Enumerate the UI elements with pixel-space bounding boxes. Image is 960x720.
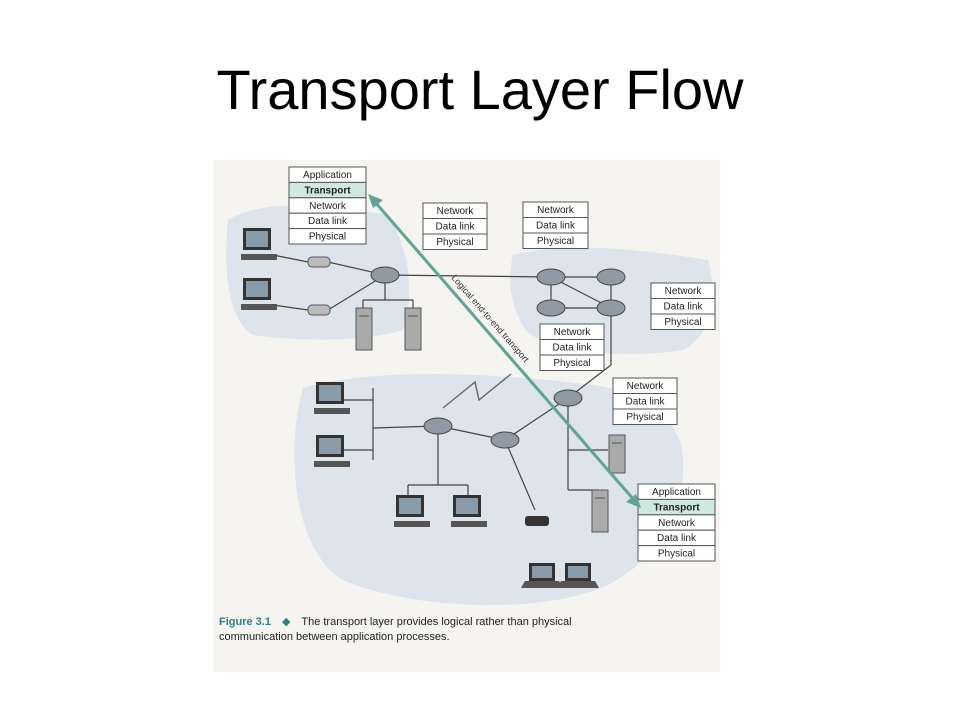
router-icon	[596, 299, 626, 317]
computer-icon	[394, 495, 430, 527]
logical-transport-arrow	[368, 194, 641, 508]
laptop-icon	[557, 563, 599, 588]
stack-layer: Physical	[553, 358, 590, 369]
router-icon	[596, 268, 626, 286]
router-icon	[553, 389, 583, 407]
computer-icon	[241, 278, 277, 310]
figure-caption: Figure 3.1 ◆ The transport layer provide…	[219, 616, 572, 643]
svg-text:Figure 3.1 ◆ The t: Figure 3.1 ◆ The transport layer provide…	[219, 616, 572, 628]
wireless-link	[442, 373, 512, 409]
computer-icon	[314, 382, 350, 414]
stack-layer: Data link	[553, 343, 593, 354]
caption-figure-number: Figure 3.1	[219, 616, 271, 628]
laptop-icon	[521, 563, 563, 588]
stack-layer: Network	[437, 206, 475, 217]
modem-icon	[307, 256, 331, 268]
router-icon	[370, 266, 400, 284]
stack-layer: Physical	[309, 232, 346, 243]
network-diagram: Application Transport Network Data link …	[219, 166, 716, 643]
stack-layer: Data link	[626, 397, 666, 408]
stack-layer: Physical	[626, 412, 663, 423]
access-point-icon	[525, 516, 549, 526]
network-figure: Application Transport Network Data link …	[213, 160, 720, 672]
stack-layer: Physical	[436, 237, 473, 248]
router-icon	[536, 268, 566, 286]
stack-router-1: Network Data link Physical	[422, 202, 488, 250]
caption-line-1: The transport layer provides logical rat…	[301, 616, 571, 628]
stack-layer: Application	[303, 170, 352, 181]
stack-layer: Data link	[436, 222, 476, 233]
stack-router-4: Network Data link Physical	[539, 323, 605, 371]
stack-layer: Physical	[664, 317, 701, 328]
router-icon	[536, 299, 566, 317]
cloud-region-bottom	[294, 373, 684, 606]
stack-layer: Network	[665, 286, 703, 297]
server-icon	[591, 489, 609, 533]
caption-separator: ◆	[282, 616, 291, 628]
modem-icon	[307, 304, 331, 316]
stack-layer: Data link	[308, 216, 348, 227]
stack-layer-transport: Transport	[653, 502, 700, 513]
stack-layer: Network	[537, 205, 575, 216]
stack-layer: Data link	[664, 302, 704, 313]
stack-layer: Network	[658, 518, 696, 529]
router-icon	[423, 417, 453, 435]
server-icon	[608, 434, 626, 474]
server-icon	[355, 307, 373, 351]
server-icon	[404, 307, 422, 351]
stack-layer: Data link	[657, 533, 697, 544]
router-icon	[490, 431, 520, 449]
caption-line-2: communication between application proces…	[219, 631, 450, 643]
stack-layer: Data link	[536, 221, 576, 232]
stack-destination-host: Application Transport Network Data link …	[637, 483, 716, 562]
network-links	[272, 254, 612, 511]
slide-title: Transport Layer Flow	[216, 58, 744, 121]
stack-layer: Physical	[537, 236, 574, 247]
stack-layer: Application	[652, 487, 701, 498]
stack-layer-transport: Transport	[304, 185, 351, 196]
stack-layer: Physical	[658, 549, 695, 560]
computer-icon	[241, 228, 277, 260]
stack-router-2: Network Data link Physical	[522, 201, 589, 249]
computer-icon	[314, 435, 350, 467]
stack-layer: Network	[554, 327, 592, 338]
stack-router-3: Network Data link Physical	[650, 282, 716, 330]
stack-layer: Network	[309, 201, 347, 212]
stack-layer: Network	[627, 381, 665, 392]
routers	[370, 266, 626, 449]
computer-icon	[451, 495, 487, 527]
stack-router-5: Network Data link Physical	[612, 377, 678, 425]
stack-source-host: Application Transport Network Data link …	[288, 166, 367, 245]
